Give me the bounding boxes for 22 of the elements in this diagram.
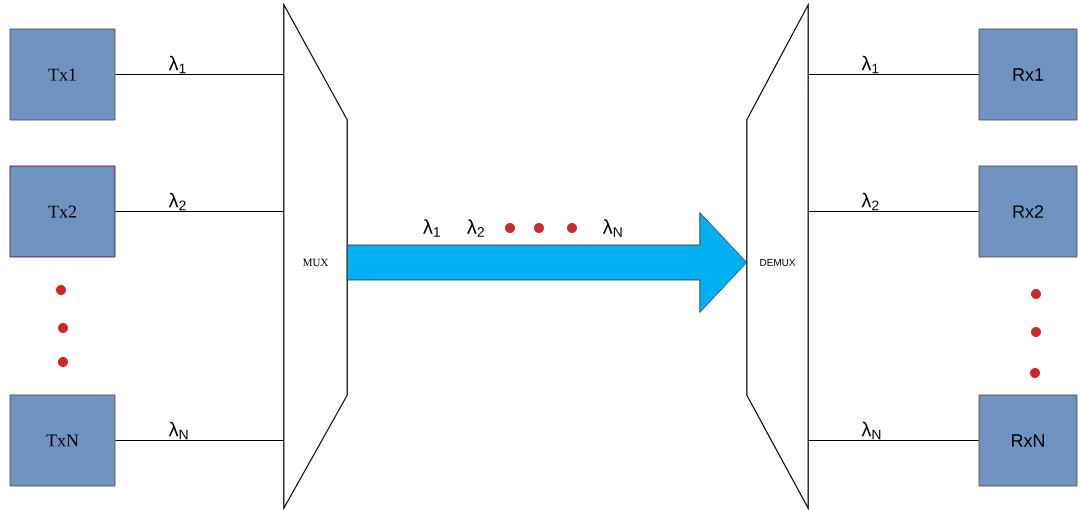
fiber-line: [807, 439, 980, 442]
wavelength-label: λ$_{1}$: [423, 219, 440, 237]
device-box: Tx2: [9, 165, 116, 258]
fiber-line: [114, 439, 285, 442]
fiber-line: [807, 210, 980, 213]
wavelength-label: λ$_{1}$: [861, 55, 879, 74]
wavelength-label: λ$_{2}$: [467, 219, 484, 237]
fiber-line: [807, 73, 980, 76]
wavelength-label: λ$_{N}$: [861, 421, 881, 440]
wavelength-label: λ$_{1}$: [168, 55, 186, 74]
device-box: Rx1: [978, 28, 1078, 121]
wavelength-label: λ$_{2}$: [861, 192, 879, 211]
wavelength-label: λ$_{2}$: [168, 192, 186, 211]
fiber-line: [114, 210, 285, 213]
fiber-line: [114, 73, 285, 76]
device-box: Tx1: [9, 28, 116, 121]
device-box: RxN: [978, 394, 1078, 487]
device-box: Rx2: [978, 165, 1078, 258]
wide-arrow: [346, 212, 748, 313]
wavelength-label: λ$_{N}$: [602, 219, 622, 237]
wavelength-label: λ$_{N}$: [168, 421, 188, 440]
device-box: TxN: [9, 394, 116, 487]
